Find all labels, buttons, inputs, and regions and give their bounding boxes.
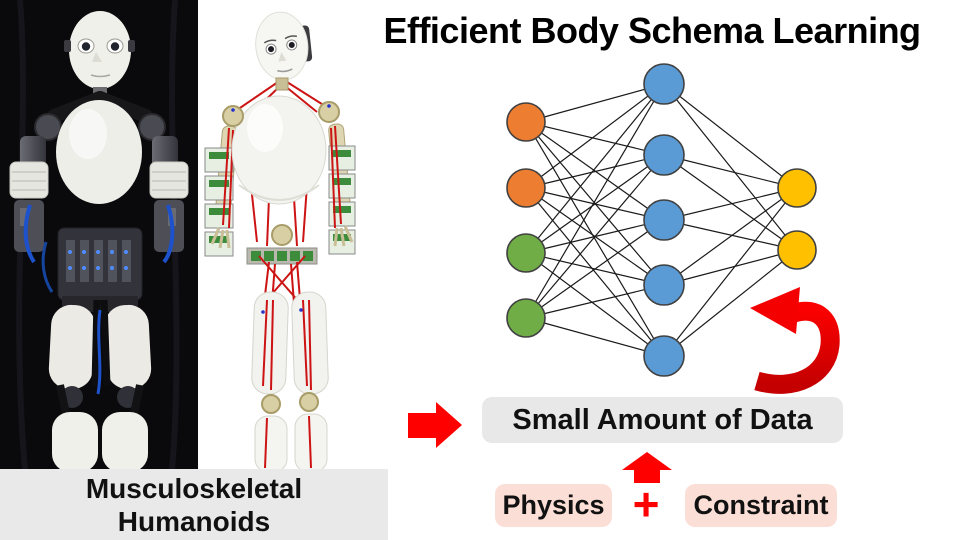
musculoskeletal-robot-photo — [0, 0, 198, 472]
output-node — [777, 168, 817, 208]
red-arrow-right-icon — [408, 402, 462, 448]
hidden-node — [643, 134, 685, 176]
caption-line-2: Humanoids — [117, 505, 271, 537]
input-node — [506, 168, 546, 208]
robot-simulation-model — [199, 0, 389, 473]
caption-line-1: Musculoskeletal — [85, 472, 303, 504]
hidden-node — [643, 264, 685, 306]
caption-box: Musculoskeletal Humanoids — [0, 469, 388, 540]
input-node — [506, 102, 546, 142]
hidden-node — [643, 335, 685, 377]
small-amount-label: Small Amount of Data — [512, 403, 813, 436]
input-node — [506, 233, 546, 273]
physics-label: Physics — [502, 490, 605, 520]
small-amount-of-data-box: Small Amount of Data — [482, 397, 843, 443]
page-title: Efficient Body Schema Learning — [383, 10, 921, 51]
robot-model-panel — [198, 0, 390, 473]
red-curved-feedback-arrow-icon — [750, 287, 840, 394]
output-node — [777, 230, 817, 270]
plus-sign: + — [632, 478, 660, 530]
robot-photo-panel — [0, 0, 198, 472]
hidden-node — [643, 63, 685, 105]
physics-box: Physics — [495, 484, 612, 527]
constraint-label: Constraint — [693, 490, 829, 520]
constraint-box: Constraint — [685, 484, 837, 527]
red-arrow-up-icon — [622, 452, 672, 483]
hidden-node — [643, 199, 685, 241]
input-node — [506, 298, 546, 338]
